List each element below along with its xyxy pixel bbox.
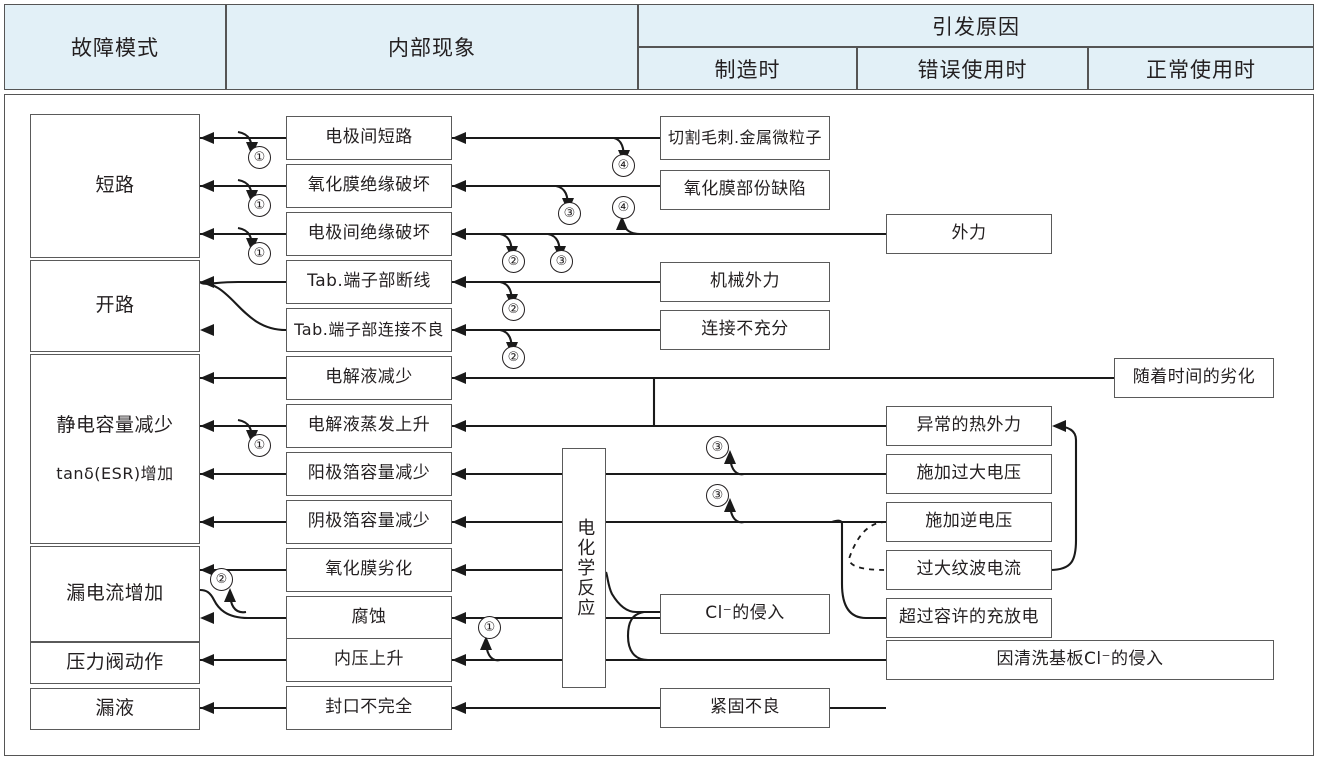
marker-4b: ④	[612, 196, 635, 219]
header-cell-causes-group: 引发原因	[638, 4, 1314, 47]
failure-mode-pressure-valve[interactable]: 压力阀动作	[30, 642, 200, 684]
cause-misuse-1[interactable]: 异常的热外力	[886, 406, 1052, 446]
header-cell-internal-phenomena: 内部现象	[226, 4, 638, 90]
electrochemical-reaction-box[interactable]: 电化学反应	[562, 448, 606, 688]
internal-phenomenon-1[interactable]: 氧化膜绝缘破坏	[286, 164, 452, 208]
header-cell-normal-use: 正常使用时	[1088, 47, 1314, 90]
cause-misuse-4[interactable]: 过大纹波电流	[886, 550, 1052, 590]
header-cell-misuse: 错误使用时	[857, 47, 1088, 90]
internal-phenomenon-4[interactable]: Tab.端子部连接不良	[286, 308, 452, 352]
cause-misuse-0[interactable]: 外力	[886, 214, 1052, 254]
cause-misuse-6[interactable]: 因清洗基板Cl⁻的侵入	[886, 640, 1274, 680]
cause-manufacturing-0[interactable]: 切割毛刺.金属微粒子	[660, 116, 830, 160]
internal-phenomenon-9[interactable]: 氧化膜劣化	[286, 548, 452, 592]
failure-mode-short-circuit[interactable]: 短路	[30, 114, 200, 258]
failure-mode-capacitance-drop-line1: 静电容量减少	[56, 414, 174, 437]
internal-phenomenon-10[interactable]: 腐蚀	[286, 596, 452, 640]
cause-manufacturing-2[interactable]: 机械外力	[660, 262, 830, 302]
marker-1c: ①	[248, 242, 271, 265]
marker-2d: ②	[210, 568, 233, 591]
marker-3d: ③	[706, 484, 729, 507]
marker-3c: ③	[706, 436, 729, 459]
marker-2c: ②	[502, 346, 525, 369]
failure-mode-capacitance-drop[interactable]: 静电容量减少 tanδ(ESR)增加	[30, 354, 200, 544]
internal-phenomenon-7[interactable]: 阳极箔容量减少	[286, 452, 452, 496]
cause-manufacturing-5[interactable]: 紧固不良	[660, 688, 830, 728]
marker-1a: ①	[248, 146, 271, 169]
marker-1e: ①	[478, 616, 501, 639]
internal-phenomenon-3[interactable]: Tab.端子部断线	[286, 260, 452, 304]
marker-1d: ①	[248, 434, 271, 457]
header-cell-failure-mode: 故障模式	[4, 4, 226, 90]
failure-mode-capacitance-drop-line2: tanδ(ESR)增加	[56, 463, 174, 483]
internal-phenomenon-6[interactable]: 电解液蒸发上升	[286, 404, 452, 448]
internal-phenomenon-8[interactable]: 阴极箔容量减少	[286, 500, 452, 544]
marker-3a: ③	[558, 202, 581, 225]
internal-phenomenon-11[interactable]: 内压上升	[286, 638, 452, 682]
header-cell-manufacturing: 制造时	[638, 47, 857, 90]
marker-2a: ②	[502, 250, 525, 273]
internal-phenomenon-5[interactable]: 电解液减少	[286, 356, 452, 400]
cause-misuse-2[interactable]: 施加过大电压	[886, 454, 1052, 494]
internal-phenomenon-12[interactable]: 封口不完全	[286, 686, 452, 730]
marker-1b: ①	[248, 194, 271, 217]
marker-3b: ③	[550, 250, 573, 273]
cause-manufacturing-3[interactable]: 连接不充分	[660, 310, 830, 350]
cause-misuse-3[interactable]: 施加逆电压	[886, 502, 1052, 542]
marker-2b: ②	[502, 298, 525, 321]
failure-mode-open-circuit[interactable]: 开路	[30, 260, 200, 352]
cause-normal-0[interactable]: 随着时间的劣化	[1114, 358, 1274, 398]
internal-phenomenon-0[interactable]: 电极间短路	[286, 116, 452, 160]
failure-mode-liquid-leak[interactable]: 漏液	[30, 688, 200, 730]
failure-mode-leakage-current[interactable]: 漏电流增加	[30, 546, 200, 642]
cause-manufacturing-4[interactable]: Cl⁻的侵入	[660, 594, 830, 634]
marker-4a: ④	[612, 154, 635, 177]
cause-manufacturing-1[interactable]: 氧化膜部份缺陷	[660, 170, 830, 210]
cause-misuse-5[interactable]: 超过容许的充放电	[886, 598, 1052, 638]
internal-phenomenon-2[interactable]: 电极间绝缘破坏	[286, 212, 452, 256]
